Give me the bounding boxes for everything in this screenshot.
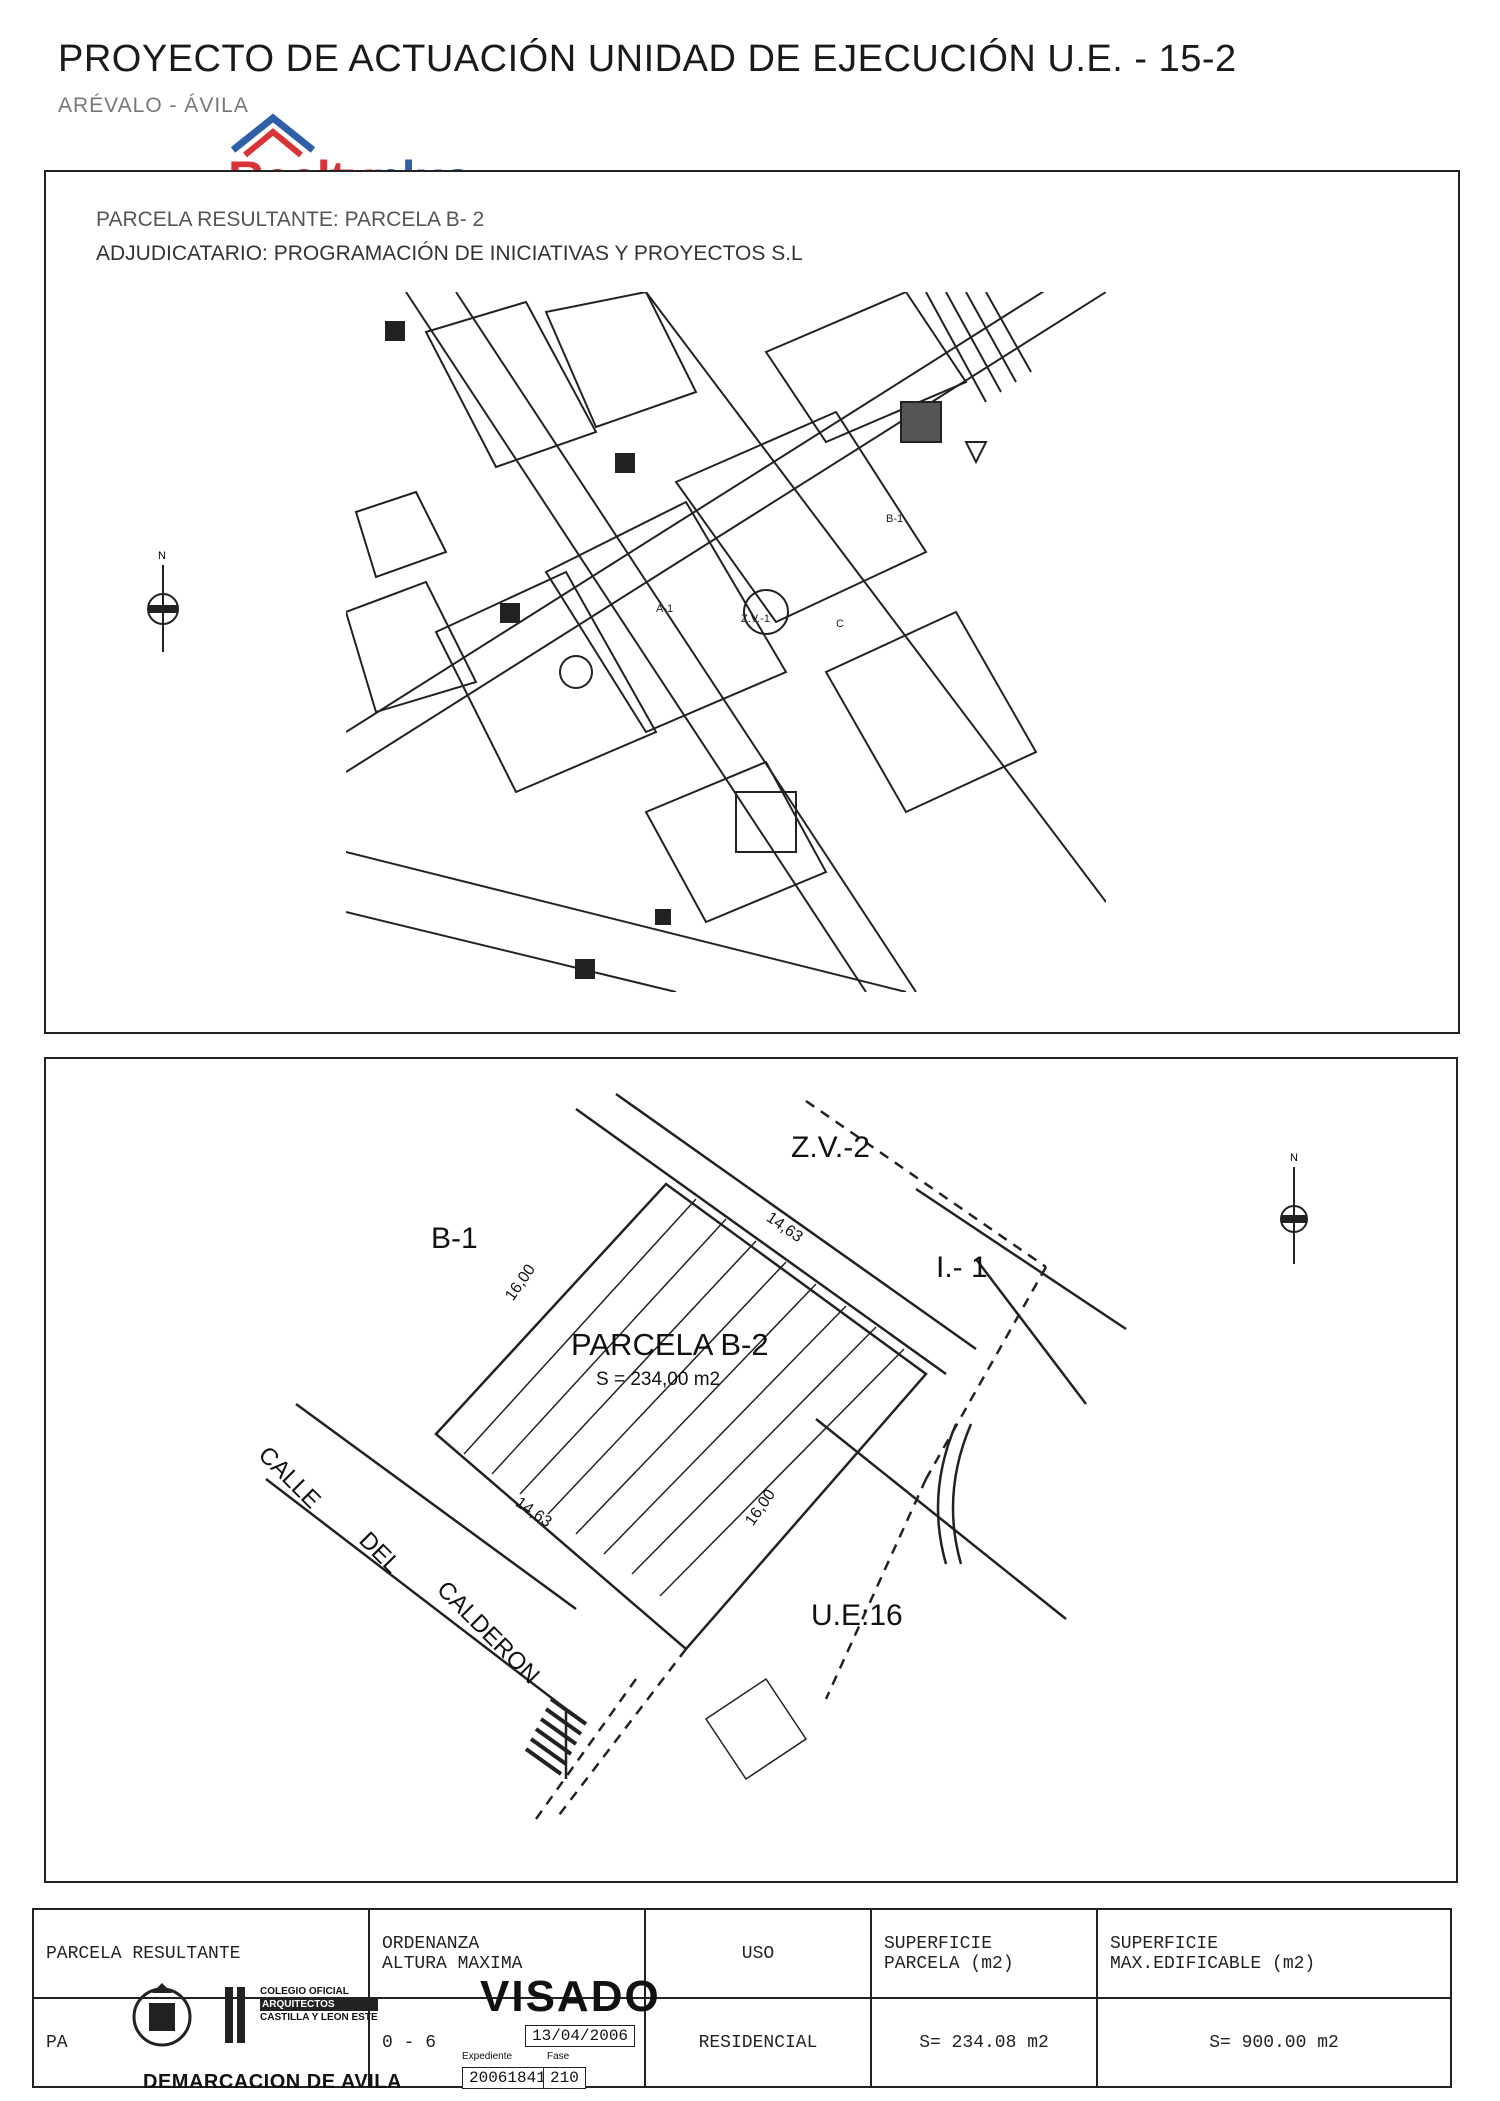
svg-text:N: N: [158, 550, 166, 562]
north-label: N: [1290, 1152, 1298, 1164]
expediente-label: Expediente: [462, 2051, 513, 2062]
header-buildable-line2: MAX.EDIFICABLE (m2): [1110, 1953, 1316, 1974]
site-plan-drawing: B-1 A-1 Z.V.-1 C: [346, 292, 1106, 992]
north-arrow-icon: N: [147, 550, 179, 652]
value-surface: S= 234.08 m2: [870, 1997, 1098, 2088]
parcel-detail-drawing: [265, 1092, 1127, 1820]
header-parcel: PARCELA RESULTANTE: [32, 1908, 370, 1999]
demarcacion-label: DEMARCACION DE AVILA: [143, 2071, 402, 2093]
north-arrow-icon: N: [1280, 1152, 1308, 1264]
header-ordinance: ORDENANZA ALTURA MAXIMA: [368, 1908, 646, 1999]
parcel-area-label: S = 234,00 m2: [596, 1369, 721, 1390]
value-use: RESIDENCIAL: [644, 1997, 872, 2088]
zv-2-label: Z.V.-2: [791, 1131, 870, 1164]
ue16-label: U.E:16: [811, 1599, 903, 1632]
document-title: PROYECTO DE ACTUACIÓN UNIDAD DE EJECUCIÓ…: [58, 38, 1237, 80]
parcel-result-line: PARCELA RESULTANTE: PARCELA B- 2: [96, 208, 485, 231]
header-ordinance-line1: ORDENANZA: [382, 1933, 480, 1954]
college-name-line3: CASTILLA Y LEON ESTE: [260, 2012, 378, 2023]
svg-text:Z.V.-1: Z.V.-1: [741, 613, 770, 625]
parcel-b2-label: PARCELA B-2: [571, 1327, 769, 1362]
coat-of-arms-icon: [132, 1983, 192, 2047]
visado-label: VISADO: [480, 1972, 661, 2021]
house-roof-icon: [230, 113, 316, 158]
svg-text:B-1: B-1: [886, 513, 903, 525]
fase-label: Fase: [547, 2051, 570, 2062]
svg-text:A-1: A-1: [656, 603, 673, 615]
college-name-line2: ARQUITECTOS: [260, 1998, 378, 2011]
value-buildable: S= 900.00 m2: [1096, 1997, 1452, 2088]
college-emblem-icon: [225, 1987, 245, 2043]
parcel-detail-panel: N Z.V.-2 B-1 I.- 1 PARCELA B-2 S = 234,0…: [44, 1057, 1458, 1883]
expediente-number: 20061841: [462, 2067, 553, 2089]
value-parcel: PA: [32, 1997, 370, 2088]
header-surface: SUPERFICIE PARCELA (m2): [870, 1908, 1098, 1999]
header-use: USO: [644, 1908, 872, 1999]
b1-label: B-1: [431, 1222, 478, 1255]
site-plan-panel: PARCELA RESULTANTE: PARCELA B- 2 ADJUDIC…: [44, 170, 1460, 1034]
college-name-line1: COLEGIO OFICIAL: [260, 1986, 349, 1997]
fase-number: 210: [543, 2067, 586, 2089]
header-ordinance-line2: ALTURA MAXIMA: [382, 1953, 523, 1974]
visado-date: 13/04/2006: [525, 2025, 636, 2047]
college-name: COLEGIO OFICIAL ARQUITECTOS CASTILLA Y L…: [260, 1985, 378, 2024]
document-subtitle: ARÉVALO - ÁVILA: [58, 94, 249, 117]
i1-label: I.- 1: [936, 1251, 988, 1284]
adjudicatario-line: ADJUDICATARIO: PROGRAMACIÓN DE INICIATIV…: [96, 242, 803, 265]
visado-stamp: COLEGIO OFICIAL ARQUITECTOS CASTILLA Y L…: [115, 1973, 705, 2097]
svg-text:C: C: [836, 618, 844, 630]
header-surface-line1: SUPERFICIE: [884, 1933, 993, 1954]
header-buildable: SUPERFICIE MAX.EDIFICABLE (m2): [1096, 1908, 1452, 1999]
header-surface-line2: PARCELA (m2): [884, 1953, 1014, 1974]
header-buildable-line1: SUPERFICIE: [1110, 1933, 1219, 1954]
